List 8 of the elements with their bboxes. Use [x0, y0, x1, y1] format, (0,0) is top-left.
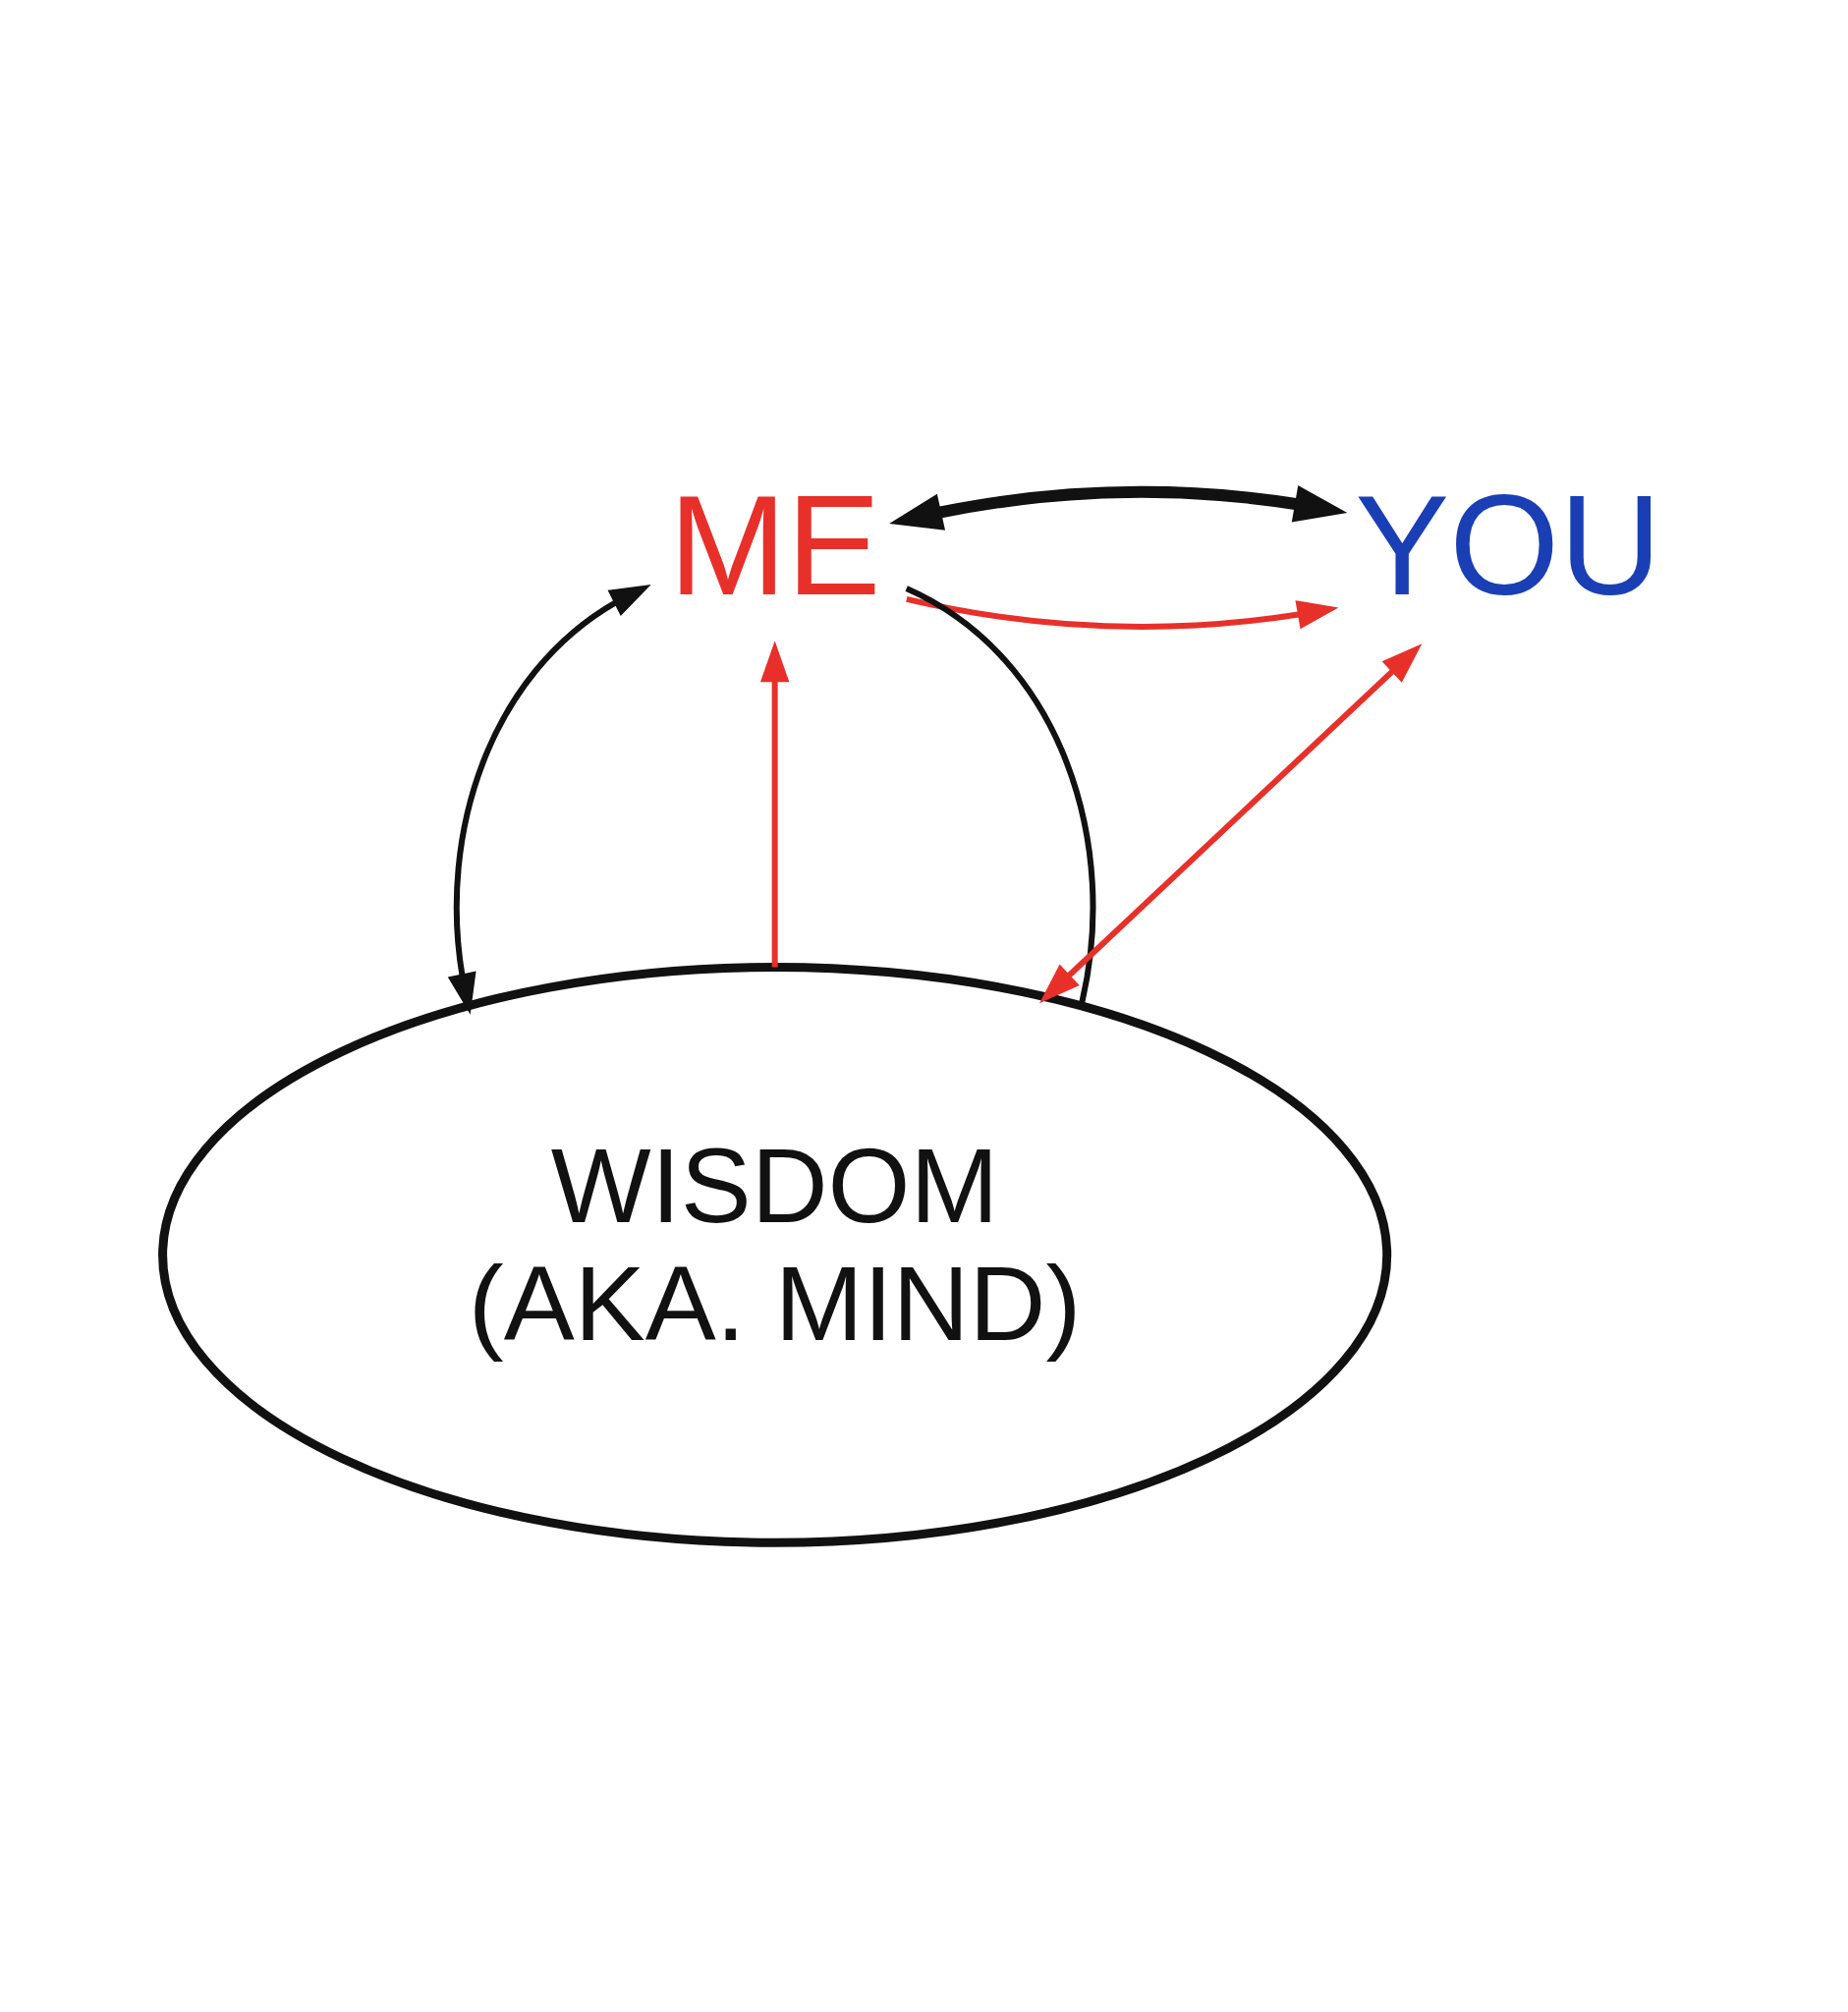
arrow [759, 641, 789, 968]
arrow [1038, 643, 1422, 1004]
arrow [905, 595, 1338, 630]
node-text: ME [668, 467, 881, 626]
arrow [888, 485, 1347, 531]
connector [904, 586, 1095, 1007]
arrow [447, 585, 651, 1015]
node-text: YOU [1354, 467, 1661, 626]
